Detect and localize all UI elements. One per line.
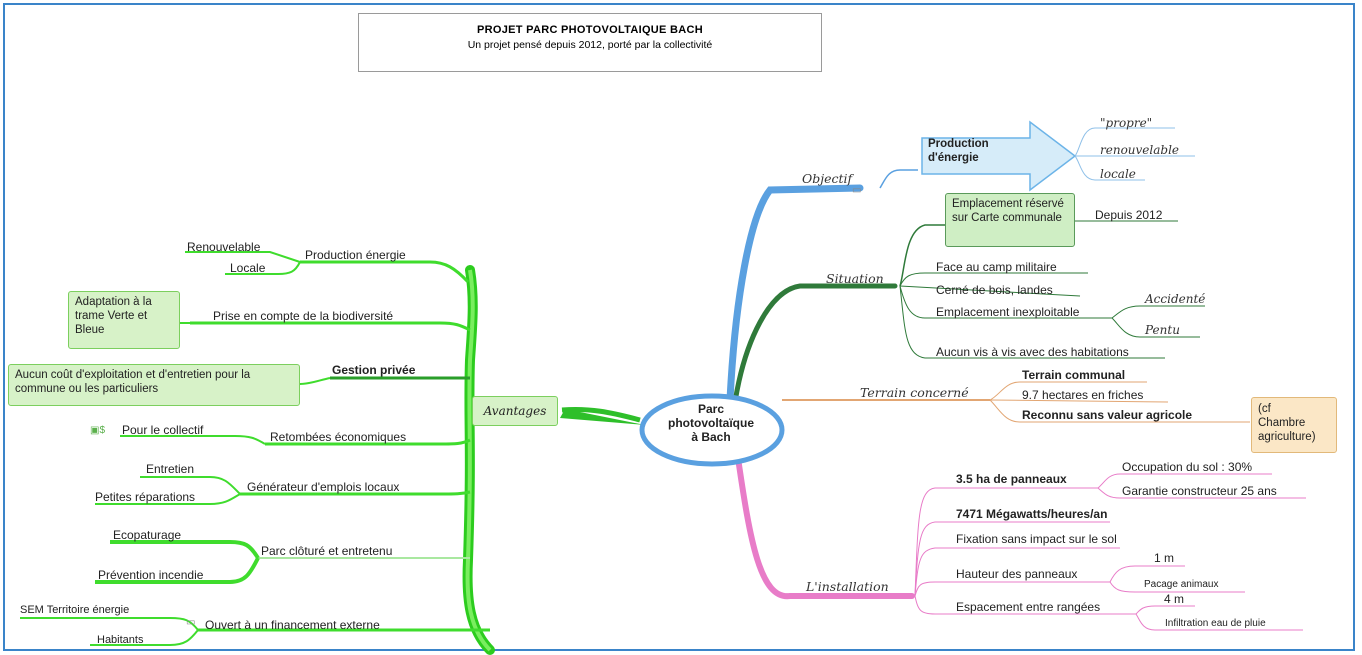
page-frame (3, 3, 1355, 651)
production-arrow (921, 120, 1077, 192)
branch-installation (735, 455, 915, 600)
installation-pacage: Pacage animaux (1144, 579, 1219, 590)
gestion-box: Aucun coût d'exploitation et d'entretien… (8, 364, 300, 406)
terrain-sans-valeur: Reconnu sans valeur agricole (1022, 408, 1193, 422)
depuis-2012: Depuis 2012 (1095, 208, 1163, 222)
avantages-ecopaturage: Ecopaturage (113, 528, 182, 542)
avantages-gestion: Gestion privée (332, 363, 416, 377)
installation-panneaux: 3.5 ha de panneaux (956, 472, 1067, 486)
installation-mw: 7471 Mégawatts/heures/an (956, 507, 1108, 521)
installation-infiltration: Infiltration eau de pluie (1165, 618, 1266, 629)
note-icon: ▭ (852, 185, 862, 196)
avantages-locale: Locale (230, 261, 266, 275)
installation-occupation: Occupation du sol : 30% (1122, 460, 1253, 474)
avantages-collectif: Pour le collectif (122, 423, 204, 437)
objectif-item-renouvelable: renouvelable (1100, 143, 1180, 157)
avantages-production: Production énergie (305, 248, 406, 262)
note-line-2: Chambre (1258, 417, 1306, 429)
biodiversite-box: Adaptation à la trame Verte et Bleue (68, 291, 180, 349)
installation-espacement: Espacement entre rangées (956, 600, 1101, 614)
avantages-prevention: Prévention incendie (98, 568, 204, 582)
situation-sub-pentu: Pentu (1145, 323, 1180, 337)
branch-situation (732, 283, 898, 405)
avantages-sem: SEM Territoire énergie (20, 604, 130, 616)
situation-item-camp: Face au camp militaire (936, 260, 1057, 274)
branch-objectif (726, 184, 864, 404)
money-icon: ▣$ (90, 425, 106, 436)
avantages-entretien: Entretien (146, 462, 195, 476)
center-ellipse (639, 393, 785, 467)
objectif-label: Objectif (802, 171, 853, 186)
avantages-renouvelable: Renouvelable (187, 240, 261, 254)
situation-item-bois: Cerné de bois, landes (936, 283, 1053, 297)
situation-item-inexploitable: Emplacement inexploitable (936, 305, 1080, 319)
avantages-emplois: Générateur d'emplois locaux (247, 480, 400, 494)
avantages-parc: Parc clôturé et entretenu (261, 544, 393, 558)
center-line-2: photovoltaïque (668, 416, 754, 430)
avantages-reparations: Petites réparations (95, 490, 196, 504)
situation-sub-accidente: Accidenté (1145, 292, 1206, 306)
installation-label: L'installation (806, 579, 889, 594)
avantages-biodiversite: Prise en compte de la biodiversité (213, 309, 394, 323)
installation-espacement-value: 4 m (1164, 592, 1185, 606)
note-line-1: (cf (1258, 403, 1271, 415)
avantages-node: Avantages (472, 396, 558, 426)
objectif-item-propre: "propre" (1100, 116, 1153, 130)
installation-fixation: Fixation sans impact sur le sol (956, 532, 1117, 546)
branch-avantages (560, 409, 645, 425)
center-line-1: Parc (697, 402, 725, 416)
chambre-agriculture-note: (cf Chambre agriculture) (1251, 397, 1337, 453)
title-box: PROJET PARC PHOTOVOLTAIQUE BACH Un proje… (358, 13, 822, 72)
situation-item-vis-a-vis: Aucun vis à vis avec des habitations (936, 345, 1129, 359)
production-energie-node: Production d'énergie (928, 138, 989, 164)
situation-label: Situation (826, 271, 884, 286)
terrain-communal: Terrain communal (1022, 368, 1126, 382)
center-node: Parc photovoltaïque à Bach (640, 393, 782, 467)
avantages-habitants: Habitants (97, 634, 144, 646)
note-icon-2: ▭ (186, 617, 196, 628)
avantages-retombees: Retombées économiques (270, 430, 407, 444)
objectif-item-locale: locale (1100, 167, 1136, 181)
installation-hauteur-value: 1 m (1154, 551, 1175, 565)
terrain-hectares: 9.7 hectares en friches (1022, 388, 1144, 402)
installation-garantie: Garantie constructeur 25 ans (1122, 484, 1277, 498)
emplacement-reserve-box: Emplacement réservé sur Carte communale (945, 193, 1075, 247)
center-line-3: à Bach (691, 430, 731, 444)
note-line-3: agriculture) (1258, 431, 1316, 443)
diagram-title: PROJET PARC PHOTOVOLTAIQUE BACH (476, 24, 704, 36)
installation-hauteur: Hauteur des panneaux (956, 567, 1078, 581)
avantages-financement: Ouvert à un financement externe (205, 618, 380, 632)
diagram-subtitle: Un projet pensé depuis 2012, porté par l… (467, 39, 713, 51)
terrain-label: Terrain concerné (860, 385, 969, 400)
